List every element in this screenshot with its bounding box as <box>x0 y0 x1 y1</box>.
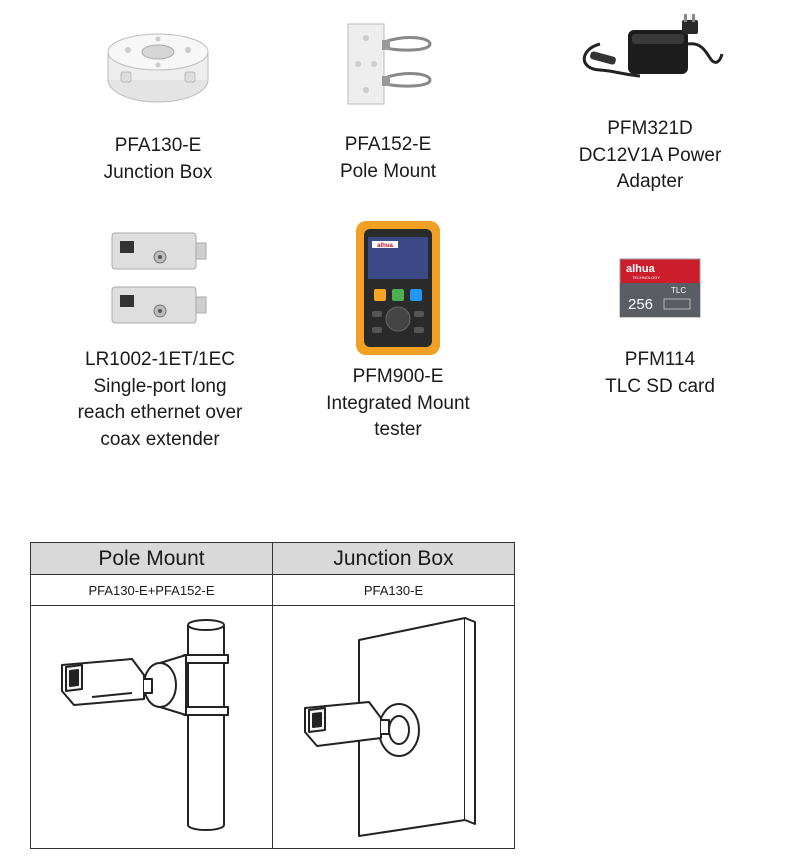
header-pole-mount: Pole Mount <box>30 542 273 575</box>
product-description: Junction Box <box>103 161 213 183</box>
product-sd-card: alhua TECHNOLOGY TLC 256 PFM114 TLC SD c… <box>560 255 760 400</box>
product-junction-box: PFA130-E Junction Box <box>58 30 258 186</box>
product-description: Integrated Mount <box>326 392 470 414</box>
mount-tester-image: alhua <box>356 221 440 355</box>
sd-card-subbrand: TECHNOLOGY <box>632 275 660 280</box>
product-pole-mount: PFA152-E Pole Mount <box>288 20 488 185</box>
product-model: PFM321D <box>607 118 693 139</box>
junction-box-illustration-cell <box>272 605 515 849</box>
product-description: Pole Mount <box>339 160 437 182</box>
product-caption: PFA152-E Pole Mount <box>288 132 488 185</box>
code-junction-box: PFA130-E <box>272 574 515 606</box>
product-model: PFM114 <box>624 349 696 370</box>
product-caption: PFM900-E Integrated Mount tester <box>298 364 498 444</box>
pole-mount-illustration-cell <box>30 605 273 849</box>
product-model: PFA152-E <box>344 134 432 155</box>
product-model: PFA130-E <box>114 135 202 156</box>
mounting-table: Pole Mount Junction Box PFA130-E+PFA152-… <box>30 542 515 849</box>
product-description: Single-port long <box>93 375 227 397</box>
product-caption: PFM114 TLC SD card <box>560 347 760 400</box>
power-adapter-image <box>582 14 724 78</box>
table-image-row <box>30 605 515 849</box>
product-power-adapter: PFM321D DC12V1A Power Adapter <box>550 14 750 196</box>
product-description-2: reach ethernet over <box>77 402 243 423</box>
code-pole-mount: PFA130-E+PFA152-E <box>30 574 273 606</box>
pole-mount-image <box>347 23 432 105</box>
product-description-3: coax extender <box>100 428 220 450</box>
product-model: LR1002-1ET/1EC <box>85 349 235 370</box>
pole-mount-illustration <box>60 618 229 831</box>
product-description-2: Adapter <box>616 171 684 192</box>
sd-card-brand: alhua <box>626 263 656 275</box>
product-caption: PFM321D DC12V1A Power Adapter <box>550 116 750 196</box>
product-model: PFM900-E <box>352 366 444 387</box>
product-description: DC12V1A Power <box>578 144 722 166</box>
product-caption: PFA130-E Junction Box <box>58 133 258 186</box>
sd-card-image: alhua TECHNOLOGY TLC 256 <box>619 258 701 318</box>
product-description-2: tester <box>374 419 422 440</box>
coax-extender-image <box>111 232 207 324</box>
junction-box-illustration <box>303 616 476 837</box>
sd-card-capacity: 256 <box>628 296 653 313</box>
product-mount-tester: alhua PFM900-E Integrated Mount tester <box>298 215 498 444</box>
junction-box-image <box>107 33 209 103</box>
product-coax-extender: LR1002-1ET/1EC Single-port long reach et… <box>60 225 260 453</box>
tester-brand-logo: alhua <box>377 243 393 249</box>
product-description: TLC SD card <box>605 375 715 397</box>
sd-card-type: TLC <box>671 286 686 295</box>
table-code-row: PFA130-E+PFA152-E PFA130-E <box>30 574 515 606</box>
product-caption: LR1002-1ET/1EC Single-port long reach et… <box>60 347 260 453</box>
table-header-row: Pole Mount Junction Box <box>30 542 515 575</box>
header-junction-box: Junction Box <box>272 542 515 575</box>
